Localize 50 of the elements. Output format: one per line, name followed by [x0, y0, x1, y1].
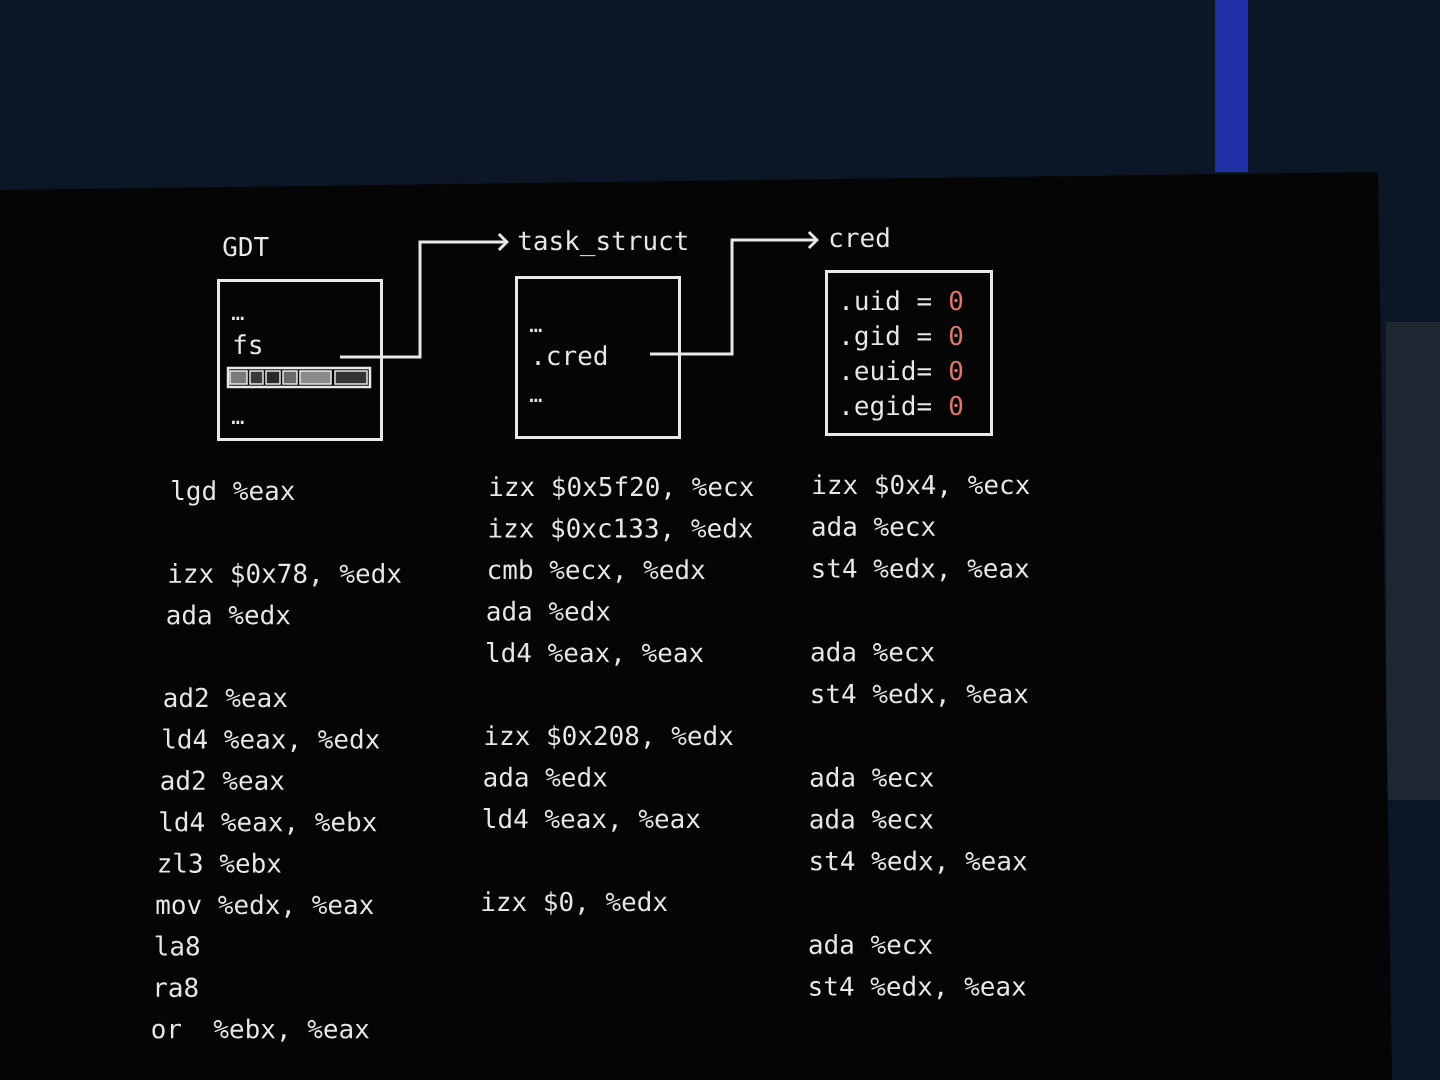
- code-line: izx $0xc133, %edx: [489, 517, 753, 542]
- code-line: ada %ecx: [811, 641, 935, 662]
- pointer-arrow: [650, 230, 819, 356]
- code-line: ld4 %eax, %ebx: [160, 811, 377, 835]
- pointer-arrow: [340, 232, 509, 359]
- field-value: 0: [949, 395, 963, 416]
- code-line: st4 %edx, %eax: [810, 975, 1026, 1000]
- ellipsis: …: [232, 420, 244, 424]
- field-label: .euid=: [844, 360, 931, 381]
- code-line: st4 %edx, %eax: [812, 683, 1028, 707]
- code-line: mov %edx, %eax: [156, 894, 374, 918]
- code-line: zl3 %ebx: [159, 852, 281, 873]
- code-line: ld4 %eax, %eax: [483, 808, 700, 832]
- box-title: task_struct: [518, 230, 687, 257]
- code-line: ada %edx: [484, 766, 607, 787]
- field-value: 0: [949, 290, 963, 311]
- code-line: cmb %ecx, %edx: [489, 559, 705, 583]
- code-line: izx $0x208, %edx: [485, 725, 733, 749]
- code-line: izx $0x78, %edx: [169, 563, 402, 587]
- code-line: ld4 %eax, %eax: [487, 642, 704, 666]
- ellipsis: …: [530, 328, 542, 332]
- code-line: izx $0, %edx: [482, 891, 668, 915]
- field-label: .gid =: [844, 325, 931, 351]
- code-line: izx $0x4, %ecx: [813, 474, 1030, 498]
- field-label: fs: [234, 334, 261, 355]
- field-value: 0: [949, 360, 963, 381]
- code-line: ada %edx: [167, 604, 290, 625]
- code-line: ra8: [156, 977, 198, 998]
- code-line: lgd %eax: [172, 480, 295, 506]
- ellipsis: …: [232, 316, 244, 320]
- code-line: st4 %edx, %eax: [811, 850, 1027, 874]
- code-line: ada %ecx: [809, 934, 933, 955]
- code-line: ada %ecx: [812, 516, 936, 537]
- code-line: ada %ecx: [810, 766, 934, 787]
- field-label: .uid =: [844, 290, 931, 311]
- code-line: ada %edx: [487, 600, 611, 621]
- code-line: ad2 %eax: [164, 687, 287, 708]
- code-line: st4 %edx, %eax: [813, 557, 1029, 582]
- code-line: la8: [155, 935, 199, 956]
- code-line: ada %ecx: [810, 808, 934, 829]
- field-label: .egid=: [844, 395, 931, 421]
- ellipsis: …: [530, 398, 542, 402]
- code-line: izx $0x5f20, %ecx: [490, 476, 754, 500]
- field-label: .cred: [536, 345, 607, 366]
- code-line: or %ebx, %eax: [152, 1018, 369, 1042]
- code-line: ld4 %eax, %edx: [163, 728, 380, 753]
- box-title: GDT: [223, 236, 269, 257]
- field-value: 0: [949, 325, 963, 346]
- code-line: ad2 %eax: [161, 770, 284, 791]
- box-title: cred: [830, 227, 889, 248]
